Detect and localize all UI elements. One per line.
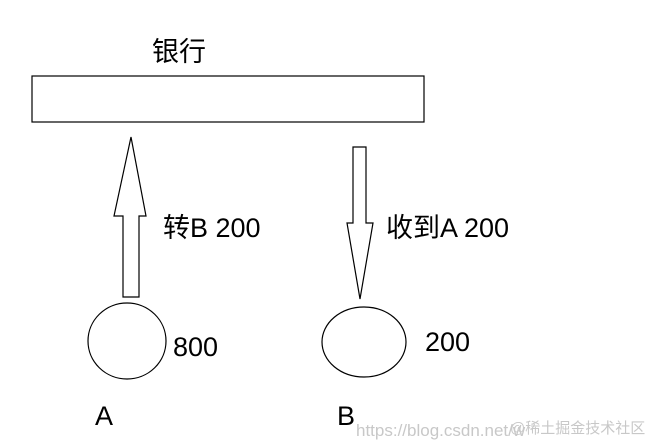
transfer-in-label: 收到A 200 (386, 213, 509, 243)
bank-box (31, 75, 425, 123)
account-a-label: A (95, 401, 113, 431)
watermark-brand: @稀土掘金技术社区 (510, 420, 645, 437)
account-b-label: B (337, 401, 355, 431)
account-b-node (321, 306, 407, 378)
transfer-out-label: 转B 200 (163, 213, 261, 243)
account-b-balance: 200 (425, 327, 470, 357)
up-arrow (113, 136, 147, 298)
watermark-url: https://blog.csdn.net/w (356, 421, 526, 440)
bank-title: 银行 (152, 37, 206, 67)
account-a-node (87, 302, 167, 380)
down-arrow (346, 146, 374, 300)
account-a-balance: 800 (173, 332, 218, 362)
